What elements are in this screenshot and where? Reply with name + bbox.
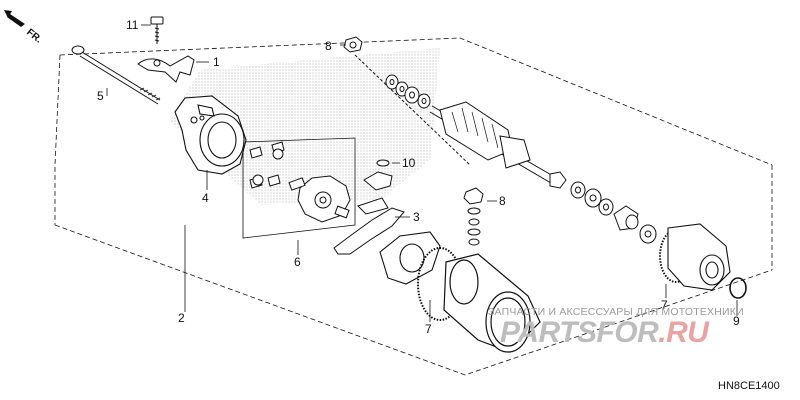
end-plate (379, 231, 441, 285)
callout-10: 10 (402, 156, 416, 170)
watermark-brand: PARTSFOR.RU (500, 316, 709, 350)
nut-8-middle-stack (463, 187, 484, 246)
callout-9: 9 (733, 314, 740, 328)
callout-2: 2 (178, 311, 185, 325)
brush-holder-6 (249, 141, 351, 223)
callout-3: 3 (413, 210, 420, 224)
brush-holder-frame (242, 137, 356, 239)
armature (429, 101, 567, 189)
o-ring-9 (729, 277, 747, 299)
callout-1: 1 (213, 55, 220, 69)
bracket-1 (137, 55, 195, 83)
watermark-caption: ЗАПЧАСТИ И АКСЕССУАРЫ ДЛЯ МОТОТЕХНИКИ (488, 306, 744, 318)
callout-6: 6 (294, 255, 301, 269)
callout-11: 11 (126, 18, 139, 32)
washers-right (570, 181, 657, 244)
front-arrow-icon (4, 10, 25, 27)
washers-left (385, 74, 431, 109)
assembly-frame (54, 37, 773, 376)
rear-cover-4 (174, 95, 247, 175)
leader-lines (106, 24, 738, 322)
diagram-code: HN8CE1400 (718, 380, 780, 392)
callout-7-right: 7 (661, 298, 668, 312)
long-bolt-5 (71, 45, 161, 105)
nut-8-top (343, 36, 471, 166)
watermark-brand-main: PARTSFOR (500, 316, 659, 349)
motor-yoke (443, 253, 541, 353)
front-cover (659, 223, 731, 291)
callout-8-middle: 8 (499, 194, 506, 208)
watermark-brand-accent: .RU (658, 316, 709, 349)
callout-8-top: 8 (325, 39, 332, 53)
callout-5: 5 (97, 89, 104, 103)
callout-7-left: 7 (425, 322, 432, 336)
bolt-11 (150, 16, 164, 44)
terminal-parts (333, 159, 405, 255)
callout-4: 4 (202, 191, 209, 205)
